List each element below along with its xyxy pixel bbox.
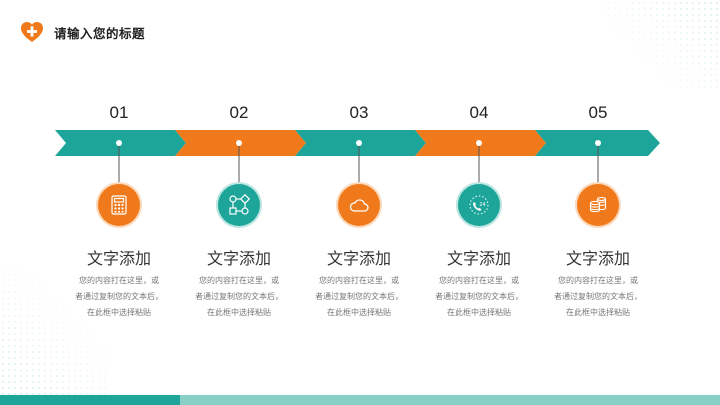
desc-line: 在此框中选择粘贴 xyxy=(447,308,511,317)
desc-line: 在此框中选择粘贴 xyxy=(327,308,391,317)
step-icon-badge xyxy=(338,184,380,226)
flowchart-icon xyxy=(229,194,250,215)
step-number: 05 xyxy=(588,103,608,122)
phone-24-label: 24 xyxy=(480,202,486,208)
step-number: 03 xyxy=(349,103,369,122)
timeline-dot xyxy=(116,140,122,146)
step-description: 您的内容打在这里，或 者通过复制您的文本后， 在此框中选择粘贴 xyxy=(540,273,656,321)
footer-accent xyxy=(0,395,180,405)
desc-line: 您的内容打在这里，或 xyxy=(558,276,638,285)
desc-line: 您的内容打在这里，或 xyxy=(319,276,399,285)
desc-line: 者通过复制您的文本后， xyxy=(435,292,523,301)
step-icon-badge xyxy=(577,184,619,226)
step-description: 您的内容打在这里，或 者通过复制您的文本后， 在此框中选择粘贴 xyxy=(301,273,417,321)
desc-line: 者通过复制您的文本后， xyxy=(315,292,403,301)
desc-line: 者通过复制您的文本后， xyxy=(195,292,283,301)
cloud-icon xyxy=(349,199,369,212)
desc-line: 您的内容打在这里，或 xyxy=(199,276,279,285)
coins-icon xyxy=(589,196,607,213)
page-title: 请输入您的标题 xyxy=(54,25,146,41)
step-heading: 文字添加 xyxy=(86,249,151,268)
header: 请输入您的标题 xyxy=(20,20,145,44)
desc-line: 在此框中选择粘贴 xyxy=(566,308,630,317)
step-heading: 文字添加 xyxy=(326,249,391,268)
desc-line: 在此框中选择粘贴 xyxy=(207,308,271,317)
step-heading: 文字添加 xyxy=(446,249,511,268)
calculator-icon xyxy=(111,195,127,215)
desc-line: 在此框中选择粘贴 xyxy=(87,308,151,317)
step-icon-badge xyxy=(218,184,260,226)
footer-bar xyxy=(0,395,720,405)
step-heading: 文字添加 xyxy=(565,249,630,268)
desc-line: 者通过复制您的文本后， xyxy=(75,292,163,301)
decorative-dots-bottom-left xyxy=(0,265,110,395)
timeline-dot xyxy=(595,140,601,146)
step-icon-badge xyxy=(98,184,140,226)
decorative-dots-top-right xyxy=(600,0,720,90)
step-number: 02 xyxy=(229,103,249,122)
step-number: 04 xyxy=(469,103,489,122)
step-description: 您的内容打在这里，或 者通过复制您的文本后， 在此框中选择粘贴 xyxy=(181,273,297,321)
phone-24h-icon: 24 xyxy=(469,195,489,215)
desc-line: 您的内容打在这里，或 xyxy=(439,276,519,285)
timeline-dot xyxy=(236,140,242,146)
desc-line: 者通过复制您的文本后， xyxy=(554,292,642,301)
timeline-dot xyxy=(356,140,362,146)
timeline-dot xyxy=(476,140,482,146)
desc-line: 您的内容打在这里，或 xyxy=(79,276,159,285)
heart-plus-icon xyxy=(21,22,43,42)
step-icon-badge: 24 xyxy=(458,184,500,226)
step-heading: 文字添加 xyxy=(206,249,271,268)
step-number: 01 xyxy=(109,103,129,122)
step-description: 您的内容打在这里，或 者通过复制您的文本后， 在此框中选择粘贴 xyxy=(61,273,177,321)
step-description: 您的内容打在这里，或 者通过复制您的文本后， 在此框中选择粘贴 xyxy=(421,273,537,321)
